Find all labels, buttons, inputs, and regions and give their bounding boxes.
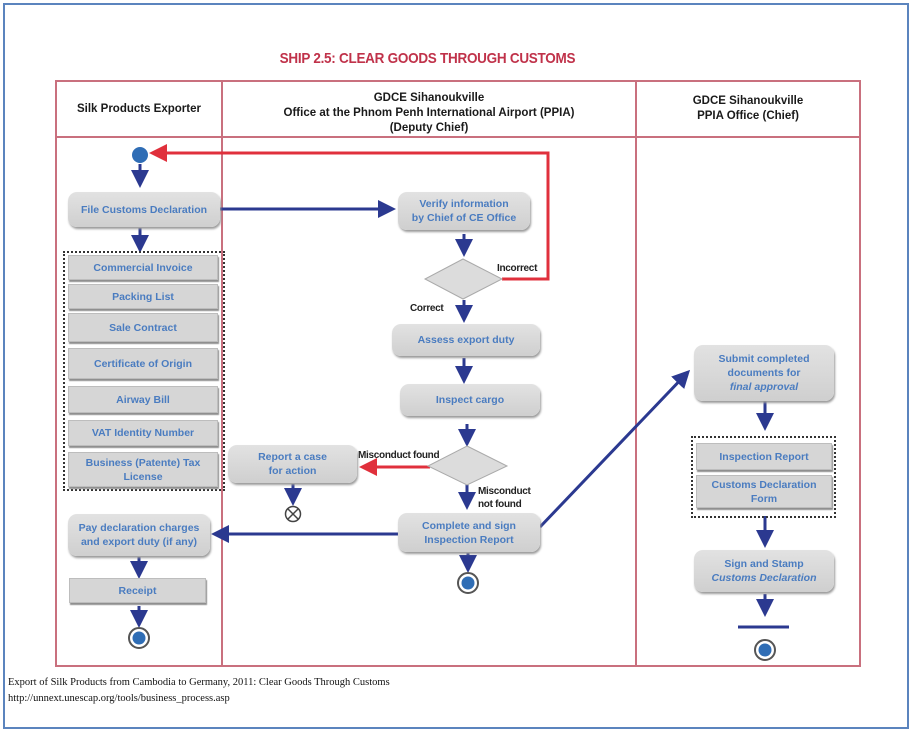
end-node-deputy [457,572,479,594]
node-label-line: Verify information [419,198,509,210]
label-line: not found [478,499,522,510]
doc-inspection-report[interactable]: Inspection Report [696,443,832,470]
decision-diamond-verify [423,258,504,300]
node-label-line: documents for [727,367,801,379]
start-node [132,147,148,163]
node-pay-declaration-charges[interactable]: Pay declaration charges and export duty … [68,514,210,556]
lane-header-divider [55,136,861,138]
label-line: Misconduct [478,486,531,497]
node-complete-inspection-report[interactable]: Complete and sign Inspection Report [398,513,540,552]
node-label-line: by Chief of CE Office [411,212,517,224]
lane-title: Silk Products Exporter [77,102,201,115]
doc-label: Packing List [112,290,174,303]
lane-title-line: PPIA Office (Chief) [697,110,799,122]
lane-divider [635,80,637,667]
lane-title-line: GDCE Sihanoukville [373,91,485,104]
doc-label: Receipt [118,584,157,597]
page-frame [3,3,909,729]
diagram-title: SHIP 2.5: CLEAR GOODS THROUGH CUSTOMS [279,50,576,67]
lane-header-chief: GDCE Sihanoukville PPIA Office (Chief) [637,82,859,136]
node-file-customs-declaration[interactable]: File Customs Declaration [68,192,220,227]
doc-label: Inspection Report [719,450,809,463]
chief-documents-group [691,436,836,518]
node-assess-export-duty[interactable]: Assess export duty [392,324,540,356]
node-label-line: and export duty (if any) [80,536,198,548]
swimlane-table [55,80,861,667]
doc-label: Sale Contract [109,321,177,334]
node-label: Assess export duty [417,334,515,346]
caption-title: Export of Silk Products from Cambodia to… [8,677,390,688]
reject-arrow [149,144,550,281]
doc-vat-identity-number[interactable]: VAT Identity Number [68,420,218,446]
lane-title-line: (Deputy Chief) [389,121,469,134]
label-misconduct-not-found: Misconduct not found [478,485,531,511]
node-sign-and-stamp[interactable]: Sign and Stamp Customs Declaration [694,550,834,592]
lane-divider [221,80,223,667]
node-label-line: Inspection Report [424,533,514,546]
node-report-a-case[interactable]: Report a case for action [228,445,357,483]
node-label-line: Complete and sign [422,519,516,532]
doc-label: Commercial Invoice [93,261,193,274]
lane-title-line: GDCE Sihanoukville [692,95,804,107]
node-label-line: Submit completed [718,353,810,365]
label-correct: Correct [410,303,444,314]
doc-receipt[interactable]: Receipt [69,578,206,603]
doc-label: Certificate of Origin [93,357,192,370]
caption-link[interactable]: http://unnext.unescap.org/tools/business… [8,693,230,704]
node-label-line: for action [268,465,317,477]
label-incorrect: Incorrect [497,263,538,274]
node-label-line: Sign and Stamp [724,558,804,570]
label-misconduct-found: Misconduct found [358,450,440,461]
doc-label: Airway Bill [116,393,170,406]
doc-certificate-of-origin[interactable]: Certificate of Origin [68,348,218,379]
doc-label: Customs Declaration Form [711,478,817,505]
lane-title-line: Office at the Phnom Penh International A… [283,106,575,119]
decision-diamond-inspect [426,445,509,486]
lane-header-exporter: Silk Products Exporter [57,82,221,136]
node-inspect-cargo[interactable]: Inspect cargo [400,384,540,416]
doc-customs-declaration-form[interactable]: Customs Declaration Form [696,475,832,508]
node-label-line: Customs Declaration [711,572,817,584]
end-node-exporter [128,627,150,649]
node-verify-information[interactable]: Verify information by Chief of CE Office [398,192,530,230]
node-label-line: Report a case [258,451,327,463]
flow-final-icon [284,505,302,523]
node-submit-documents[interactable]: Submit completed documents for final app… [694,345,834,401]
node-label-line: final approval [729,381,799,393]
node-label: Inspect cargo [435,394,505,406]
doc-packing-list[interactable]: Packing List [68,284,218,309]
doc-label: VAT Identity Number [91,427,195,439]
flow-arrow [538,369,691,529]
node-label-line: Pay declaration charges [78,522,200,534]
lane-header-deputy: GDCE Sihanoukville Office at the Phnom P… [223,86,635,140]
doc-commercial-invoice[interactable]: Commercial Invoice [68,255,218,280]
doc-label: Business (Patente) Tax License [85,456,201,483]
doc-airway-bill[interactable]: Airway Bill [68,386,218,413]
node-label: File Customs Declaration [80,203,208,216]
doc-sale-contract[interactable]: Sale Contract [68,313,218,342]
doc-business-tax-license[interactable]: Business (Patente) Tax License [68,452,218,487]
exporter-documents-group [63,251,225,491]
end-node-chief [754,639,776,661]
